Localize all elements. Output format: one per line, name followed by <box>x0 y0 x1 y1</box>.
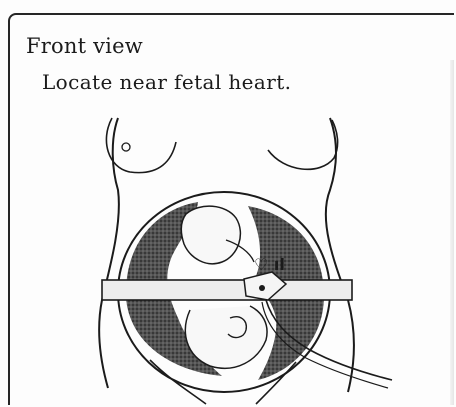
fetal-heart-annotation: ♡ ıl <box>254 255 285 274</box>
left-nipple <box>122 143 130 151</box>
right-breast <box>268 120 338 169</box>
torso-right-outline <box>326 118 354 392</box>
torso-left-outline <box>99 118 119 388</box>
left-breast <box>106 118 176 173</box>
fetus-head <box>181 206 240 264</box>
belt-strap <box>102 280 352 300</box>
transducer-knob <box>259 285 265 291</box>
fetus-body <box>185 306 267 368</box>
